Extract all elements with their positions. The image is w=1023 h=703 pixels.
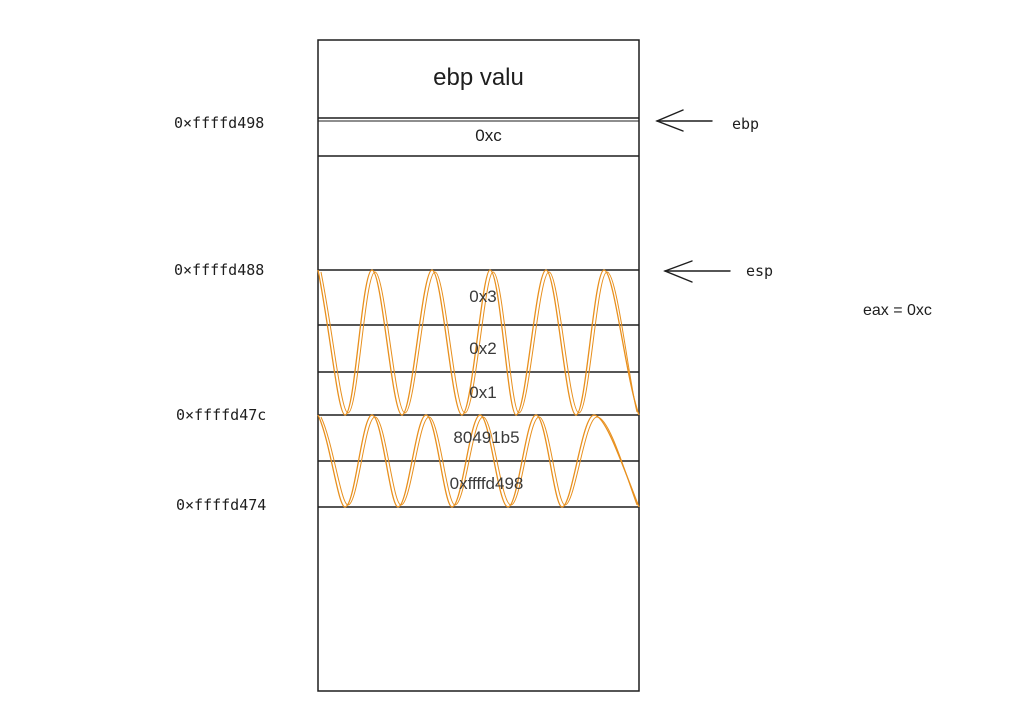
slot-saved-ebp: 0xffffd498 xyxy=(449,474,524,493)
slot-return-address: 80491b5 xyxy=(453,428,520,447)
slot-ebp-value: 0xc xyxy=(475,126,502,145)
scribble-lower xyxy=(317,414,640,508)
esp-arrow xyxy=(663,260,731,283)
esp-pointer-label: esp xyxy=(746,262,774,280)
address-label: 0×ffffd488 xyxy=(174,261,265,279)
address-label: 0×ffffd474 xyxy=(176,496,267,514)
address-label: 0×ffffd47c xyxy=(176,406,267,424)
ebp-value-label: ebp valu xyxy=(433,64,524,91)
eax-note: eax = 0xc xyxy=(863,302,932,319)
stack-frame xyxy=(317,39,640,692)
scribble-lower-echo xyxy=(320,416,638,506)
scribble-upper xyxy=(317,269,640,416)
slot-arg3: 0x3 xyxy=(469,287,497,306)
slot-arg2: 0x2 xyxy=(469,339,497,358)
ebp-arrow xyxy=(655,109,713,132)
scribble-upper-echo xyxy=(320,271,638,414)
address-label: 0×ffffd498 xyxy=(174,114,265,132)
ebp-pointer-label: ebp xyxy=(732,115,760,133)
slot-arg1: 0x1 xyxy=(469,383,497,402)
